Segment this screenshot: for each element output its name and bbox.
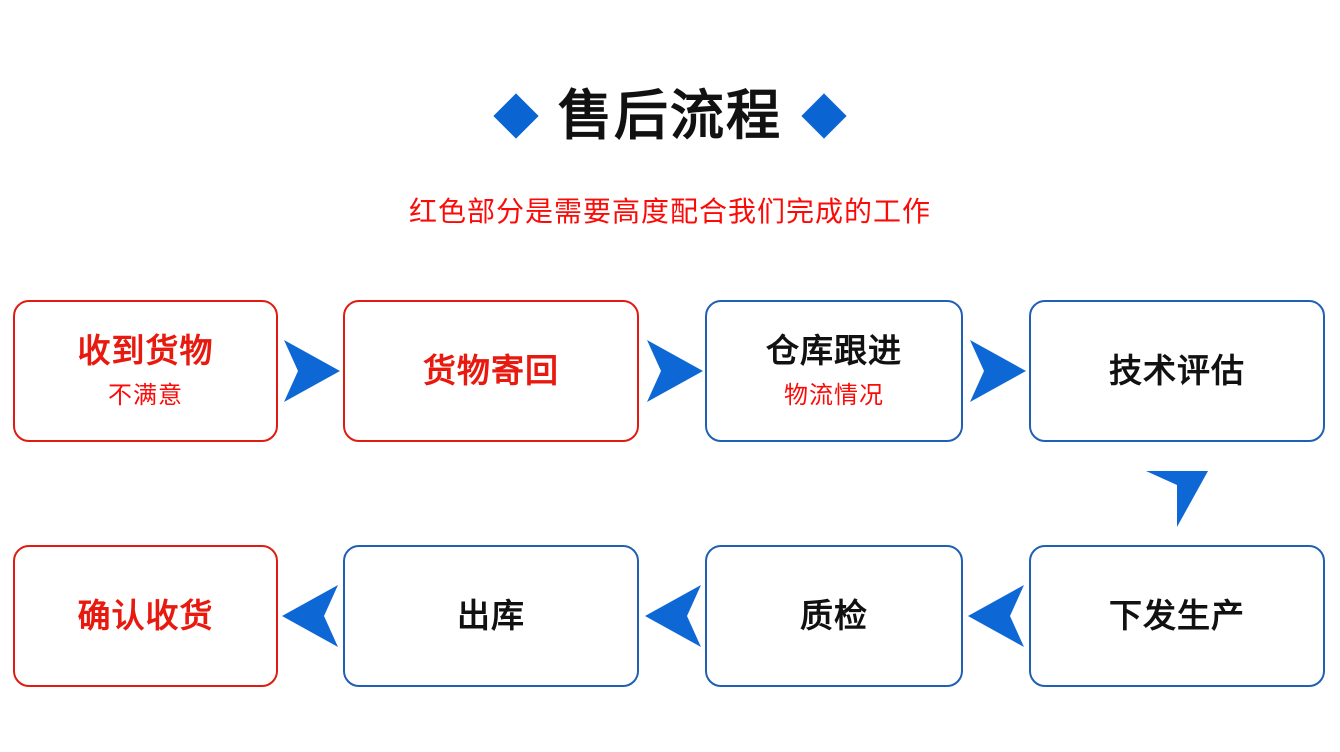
flow-node-return-goods[interactable]: 货物寄回 <box>343 300 639 442</box>
flow-node-subtitle: 不满意 <box>108 382 183 410</box>
title-row: 售后流程 <box>0 78 1340 154</box>
flow-node-title: 仓库跟进 <box>766 332 902 370</box>
arrow-left-icon <box>645 585 701 647</box>
flow-node-title: 质检 <box>800 597 868 635</box>
diamond-right-icon <box>801 93 847 139</box>
flow-node-confirm-receipt[interactable]: 确认收货 <box>13 545 278 687</box>
diamond-left-icon <box>493 93 539 139</box>
flow-node-title: 技术评估 <box>1109 352 1245 390</box>
arrow-left-icon <box>282 585 338 647</box>
flow-node-outbound[interactable]: 出库 <box>343 545 639 687</box>
flow-node-title: 确认收货 <box>77 597 214 635</box>
flow-node-title: 货物寄回 <box>423 352 559 390</box>
flow-node-title: 出库 <box>457 597 525 635</box>
flow-node-technical-assessment[interactable]: 技术评估 <box>1029 300 1325 442</box>
flow-node-received-goods[interactable]: 收到货物 不满意 <box>13 300 278 442</box>
page-title: 售后流程 <box>558 86 782 146</box>
arrow-right-icon <box>284 340 340 402</box>
flow-node-quality-check[interactable]: 质检 <box>705 545 963 687</box>
arrow-left-icon <box>968 585 1024 647</box>
flow-node-subtitle: 物流情况 <box>784 382 884 410</box>
flow-node-title: 下发生产 <box>1109 597 1245 635</box>
flow-node-issue-production[interactable]: 下发生产 <box>1029 545 1325 687</box>
arrow-right-icon <box>647 340 703 402</box>
arrow-right-icon <box>970 340 1026 402</box>
arrow-down-icon <box>1146 471 1208 527</box>
flow-node-warehouse-followup[interactable]: 仓库跟进 物流情况 <box>705 300 963 442</box>
flow-node-title: 收到货物 <box>77 332 214 370</box>
page-subtitle: 红色部分是需要高度配合我们完成的工作 <box>408 196 931 227</box>
